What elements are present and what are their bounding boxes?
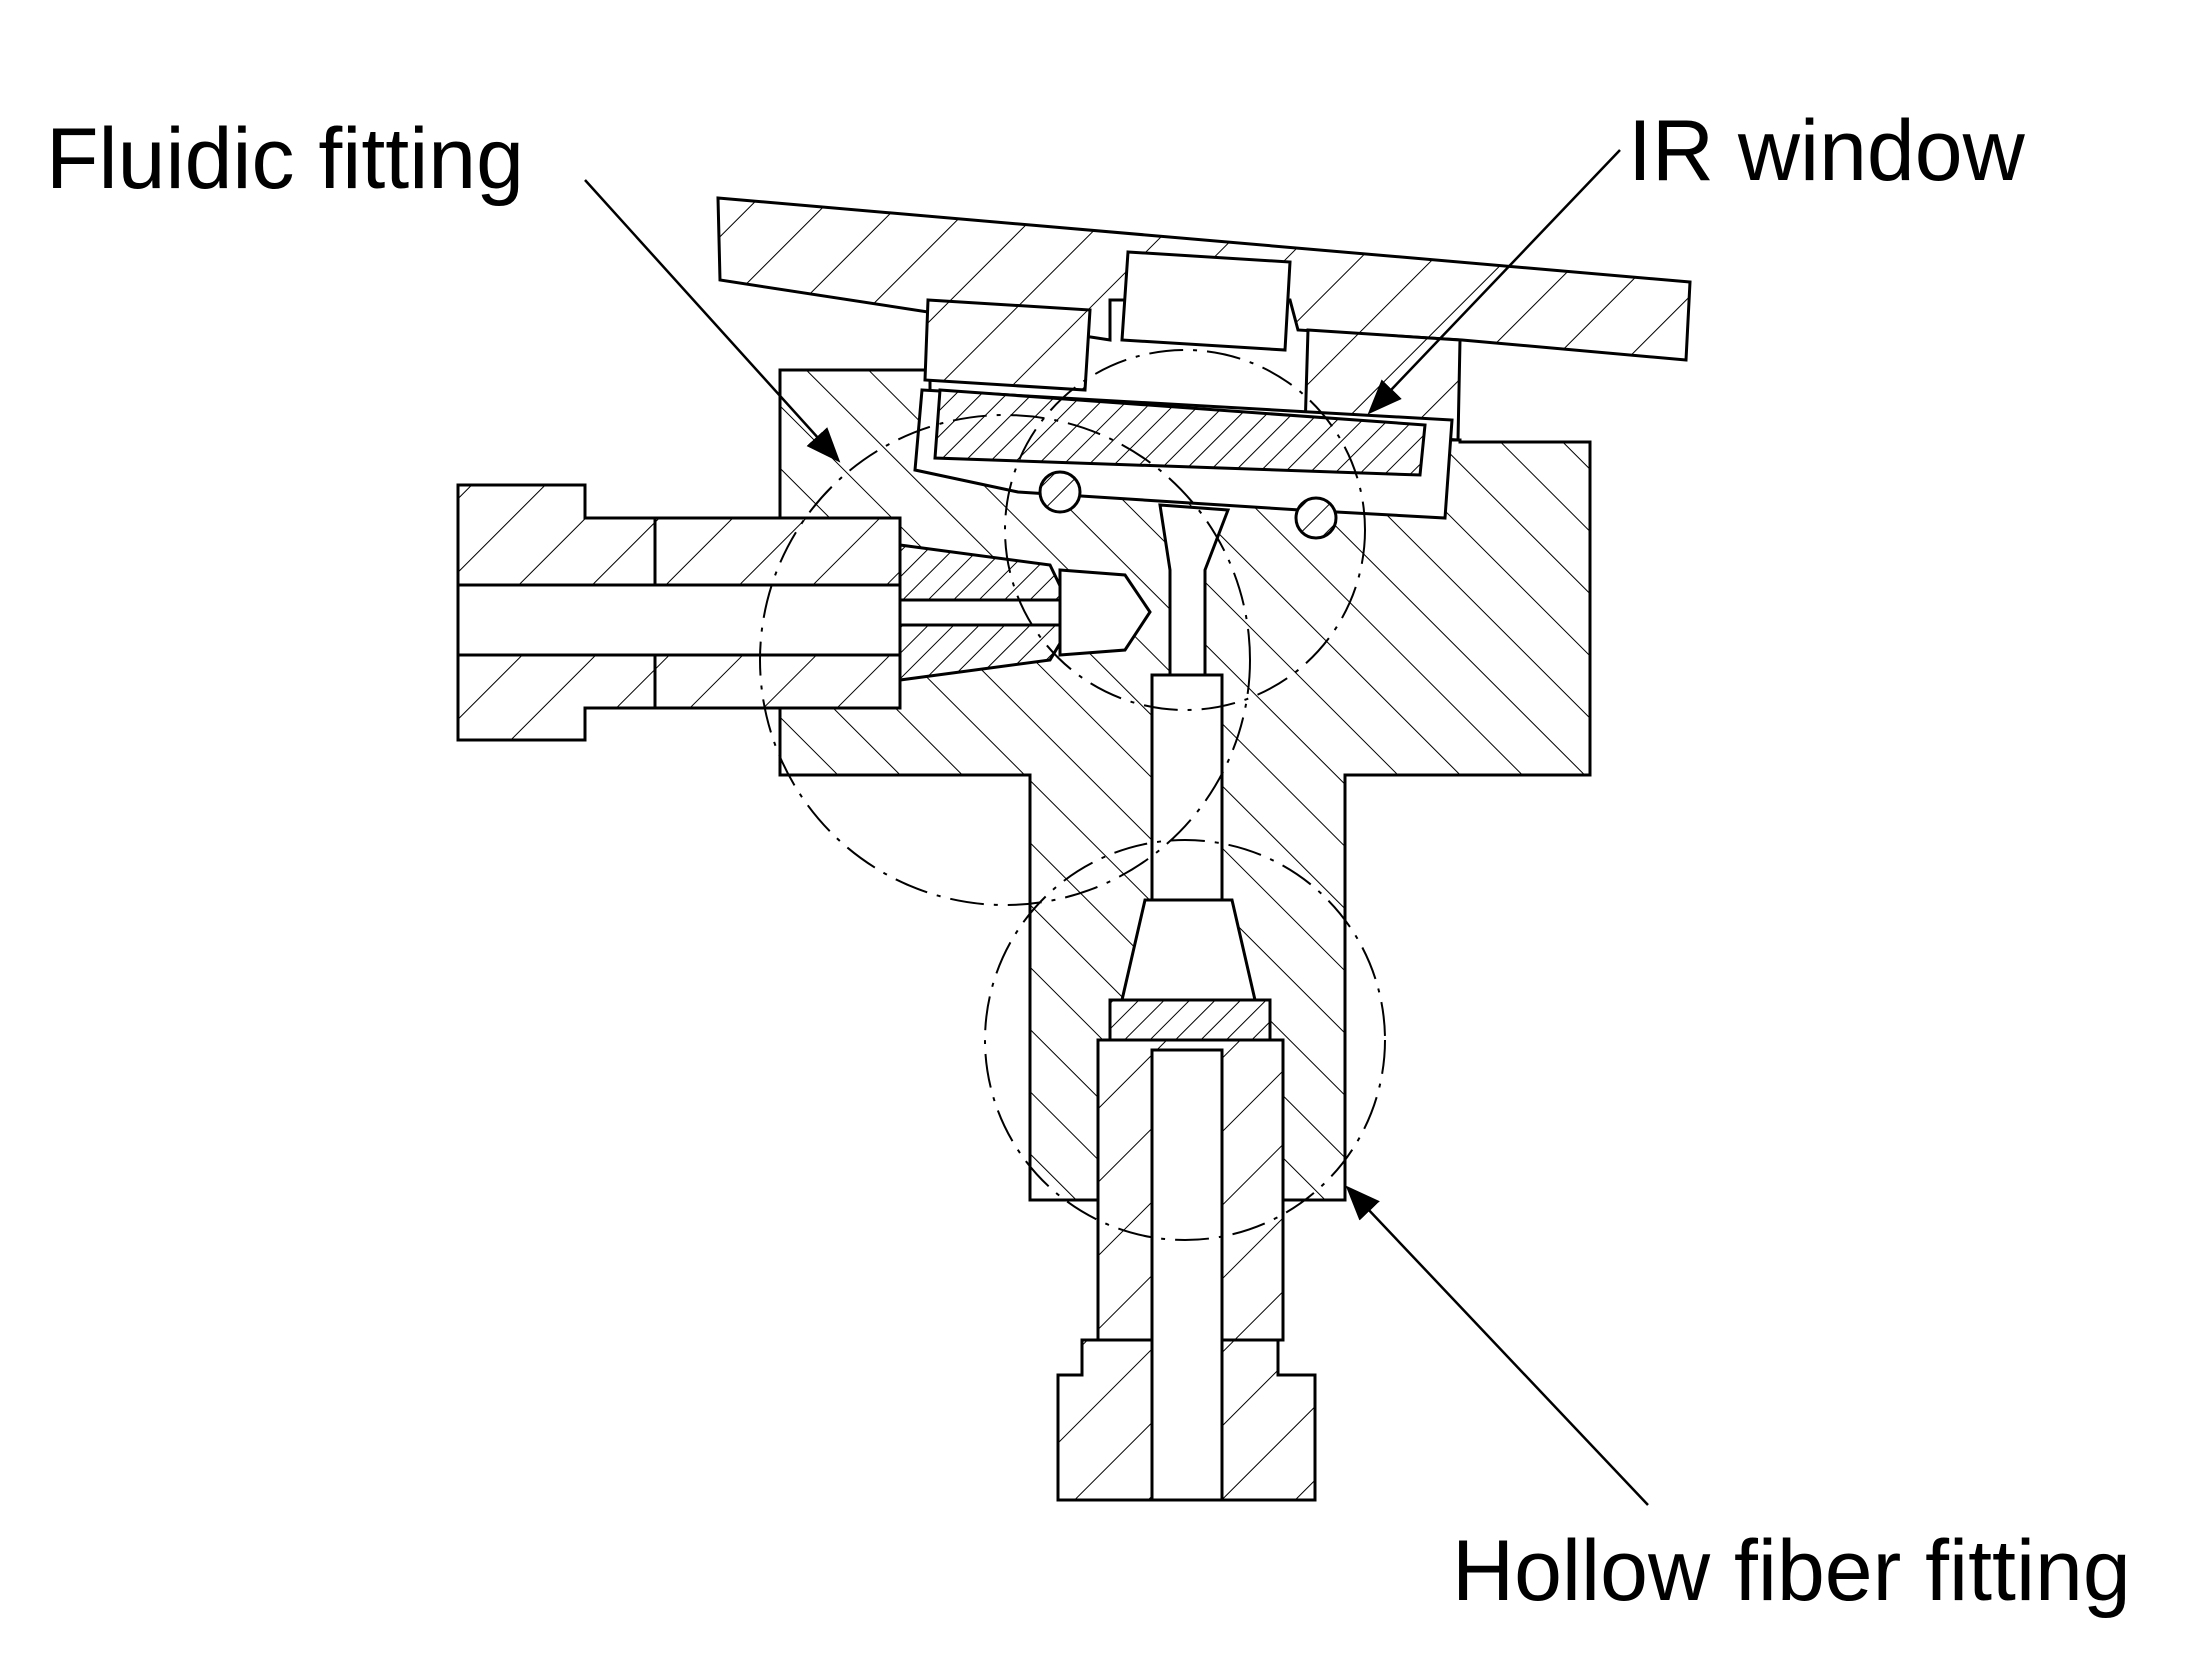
- leader-hollow: [1345, 1185, 1649, 1506]
- label-ir-window: IR window: [1628, 103, 2025, 199]
- cap-leg-left: [923, 298, 1092, 392]
- label-hollow-fiber-fitting: Hollow fiber fitting: [1452, 1523, 2131, 1619]
- hollow-fiber-cone: [1120, 898, 1257, 1002]
- leader-ir: [1367, 149, 1621, 415]
- leader-fluidic: [584, 179, 841, 463]
- construction-circle-bottom: [984, 839, 1386, 1241]
- fluidic-tip: [1058, 568, 1152, 657]
- construction-circle-top: [1004, 349, 1366, 711]
- label-fluidic-fitting: Fluidic fitting: [46, 111, 524, 207]
- hollow-fiber-bore: [1150, 1048, 1224, 1502]
- ir-window: [933, 388, 1427, 477]
- fluidic-fitting-bore: [456, 583, 905, 657]
- cap-bore: [1120, 250, 1292, 352]
- construction-circle-left: [759, 414, 1251, 906]
- fluidic-inner-bore: [898, 598, 1062, 627]
- o-ring-left: [1038, 470, 1082, 514]
- o-ring-right: [1294, 496, 1338, 540]
